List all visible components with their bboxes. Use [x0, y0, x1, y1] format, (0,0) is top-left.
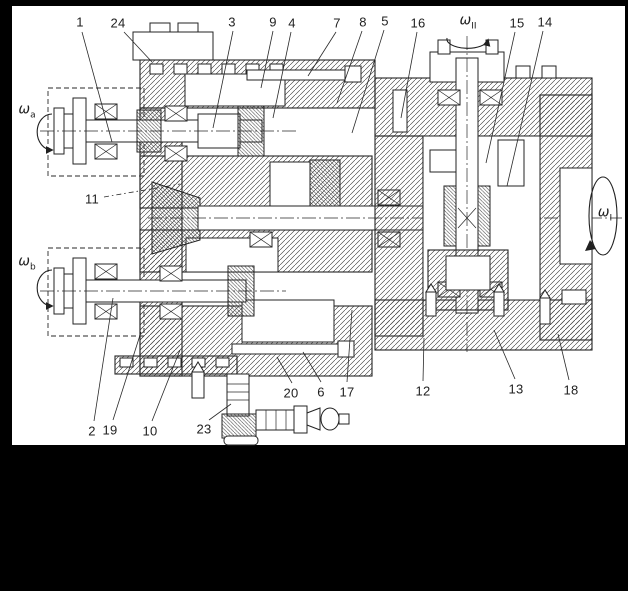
- vertical-shaft: [437, 36, 503, 352]
- input-shaft-a: [40, 87, 296, 177]
- leader-line-8: [336, 30, 363, 104]
- leader-lines: [81, 29, 570, 422]
- leader-line-11: [103, 183, 181, 198]
- omega-b-rotation-icon: [36, 269, 54, 310]
- leader-line-20: [276, 356, 293, 384]
- leader-line-3: [212, 30, 234, 129]
- leader-line-15: [485, 31, 516, 164]
- omega-a-rotation-icon: [36, 113, 54, 154]
- leader-line-4: [272, 31, 292, 119]
- bottom-fittings: [114, 65, 362, 446]
- input-shaft-b: [40, 247, 286, 337]
- leader-line-16: [400, 31, 418, 119]
- leader-line-6: [302, 351, 322, 383]
- leader-line-1: [81, 31, 113, 143]
- omega-ii-rotation-icon: [446, 37, 491, 49]
- leader-line-5: [351, 29, 385, 134]
- omega-i-rotation-icon: [588, 176, 618, 256]
- leader-line-14: [506, 30, 544, 187]
- leader-line-18: [557, 333, 570, 381]
- rotation-arrows: [36, 37, 618, 310]
- leader-line-23: [208, 403, 232, 421]
- leader-line-24: [123, 31, 153, 63]
- leader-line-17: [346, 309, 353, 383]
- leader-line-19: [112, 331, 142, 421]
- leader-line-13: [493, 329, 516, 380]
- leader-line-9: [260, 30, 274, 89]
- leader-line-12: [422, 337, 425, 382]
- leader-line-2: [93, 297, 114, 422]
- lower-right-bearing-block: [425, 249, 551, 325]
- leader-line-10: [151, 349, 181, 422]
- leader-line-7: [307, 31, 337, 77]
